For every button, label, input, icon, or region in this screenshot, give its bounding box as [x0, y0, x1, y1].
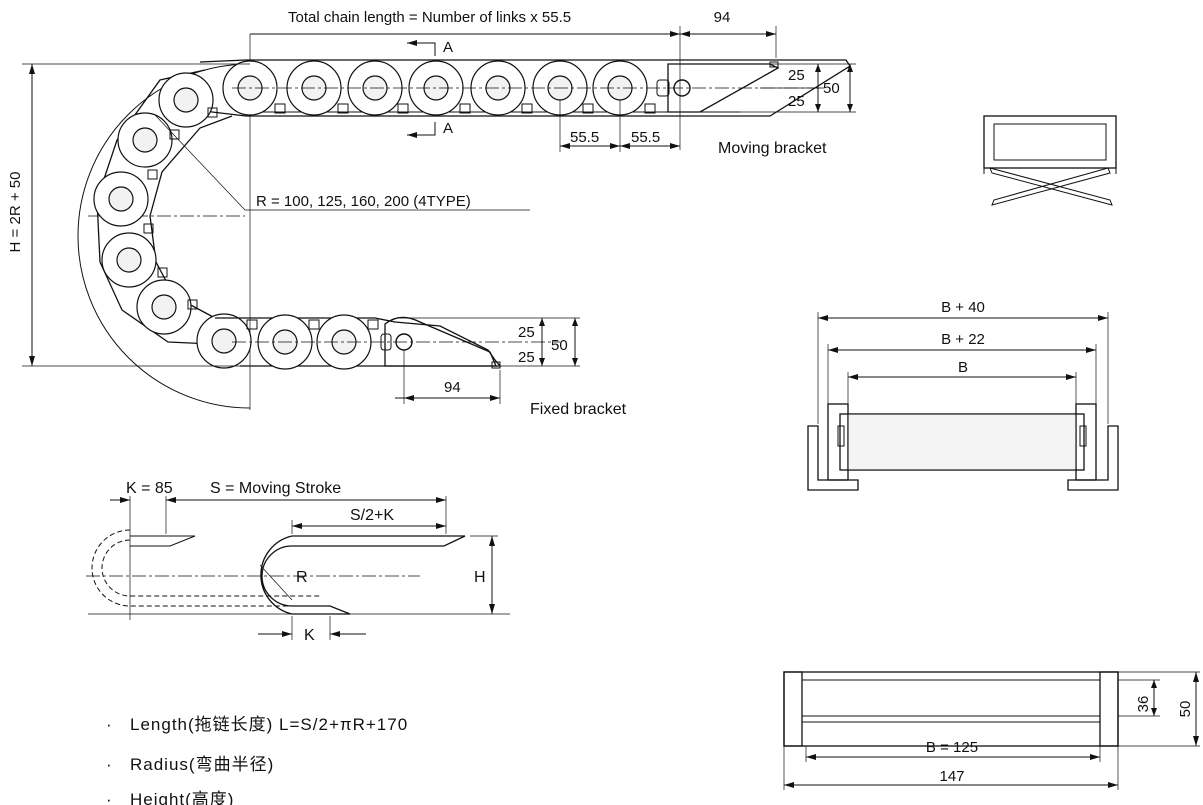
moving-50: 50: [823, 80, 840, 97]
fixed-50: 50: [551, 337, 568, 354]
h50-label: 50: [1177, 701, 1194, 718]
moving-bracket-label: Moving bracket: [718, 140, 827, 157]
pitch-value-1: 55.5: [570, 129, 599, 146]
spec-list: · Length(拖链长度) L=S/2+πR+170 · Radius(弯曲半…: [106, 715, 408, 805]
spec-bullet: ·: [106, 790, 113, 805]
r-label: R: [296, 569, 308, 586]
moving-height-dimension: [690, 63, 856, 113]
section-a-top-label: A: [443, 39, 453, 56]
h36-label: 36: [1135, 696, 1152, 713]
spec-bullet: ·: [106, 755, 113, 774]
overall-height-dimension: [22, 63, 250, 367]
k-85-label: K = 85: [126, 480, 173, 497]
stroke-diagram: [86, 496, 510, 640]
top-run-outline: [194, 59, 851, 117]
b40-label: B + 40: [941, 299, 985, 316]
b22-label: B + 22: [941, 331, 985, 348]
moving-25-bottom: 25: [788, 93, 805, 110]
fixed-bracket-shape: [380, 316, 501, 369]
radius-leader: [154, 114, 246, 211]
moving-bracket-shape: [656, 61, 780, 113]
spec-length: Length(拖链长度) L=S/2+πR+170: [130, 715, 408, 734]
fixed-25-bottom: 25: [518, 349, 535, 366]
total-length-label: Total chain length = Number of links x 5…: [288, 9, 571, 26]
bottom-run-outline: [215, 317, 502, 367]
cross-section-view: [807, 312, 1119, 491]
moving-bracket-length: 94: [714, 9, 731, 26]
chain-link-iso-sketch: [983, 115, 1117, 206]
spec-bullet: ·: [106, 715, 113, 734]
overall-height-label: H = 2R + 50: [7, 172, 24, 253]
w147-label: 147: [939, 768, 964, 785]
spec-radius: Radius(弯曲半径): [130, 755, 274, 774]
moving-25-top: 25: [788, 67, 805, 84]
section-marker-a: [407, 40, 436, 138]
radius-label: R = 100, 125, 160, 200 (4TYPE): [256, 193, 471, 210]
total-length-dimension: [249, 26, 777, 150]
fixed-25-top: 25: [518, 324, 535, 341]
fixed-bracket-label: Fixed bracket: [530, 401, 627, 418]
b125-label: B = 125: [926, 739, 978, 756]
b-label: B: [958, 359, 968, 376]
pitch-dimension: [559, 100, 680, 152]
h-label: H: [474, 569, 486, 586]
s2k-label: S/2+K: [350, 507, 394, 524]
pitch-value-2: 55.5: [631, 129, 660, 146]
k-bottom-label: K: [304, 627, 315, 644]
spec-height: Height(高度): [130, 790, 234, 805]
fixed-bracket-length-dimension: [395, 350, 501, 404]
bend-links: [93, 69, 252, 369]
fixed-height-dimension: [400, 317, 580, 367]
chain-side-view: [77, 59, 851, 410]
moving-stroke-label: S = Moving Stroke: [210, 480, 341, 497]
section-a-bottom-label: A: [443, 120, 453, 137]
top-view: [783, 671, 1200, 790]
fixed-bracket-length: 94: [444, 379, 461, 396]
